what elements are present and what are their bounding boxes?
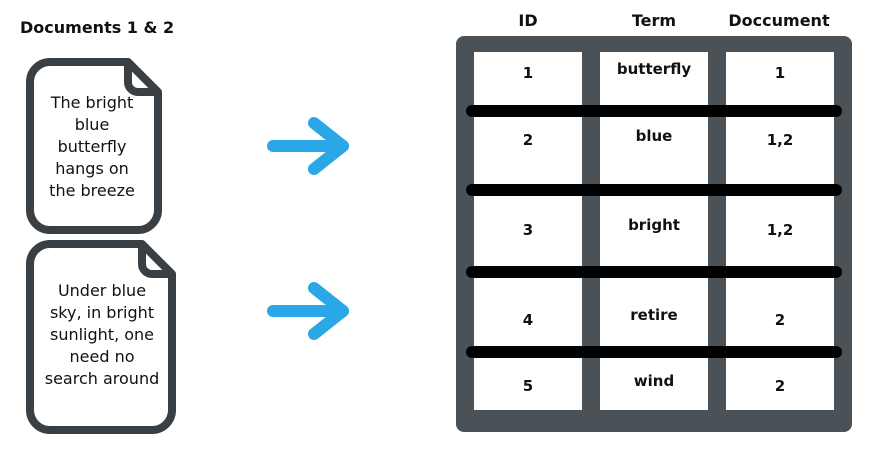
cell-term-4: retire <box>630 306 678 324</box>
cell-doc-3: 1,2 <box>766 221 794 239</box>
cell-term-1: butterfly <box>616 60 692 78</box>
documents-title: Documents 1 & 2 <box>20 18 175 37</box>
arrow-right-icon-2 <box>267 282 349 340</box>
cell-term-2: blue <box>635 127 673 145</box>
cell-id-4: 4 <box>522 311 534 329</box>
document-icon-1 <box>26 58 162 234</box>
cell-doc-2: 1,2 <box>766 131 794 149</box>
cell-doc-1: 1 <box>774 64 786 82</box>
header-id: ID <box>518 11 538 30</box>
doc1-line: the breeze <box>49 181 135 200</box>
header-term: Term <box>631 11 677 30</box>
cell-doc-5: 2 <box>774 377 786 395</box>
cell-term-5: wind <box>633 372 675 390</box>
cell-id-1: 1 <box>522 64 534 82</box>
doc2-line: sunlight, one <box>49 325 155 344</box>
row-dividers <box>466 105 842 358</box>
doc1-line: The bright <box>50 93 134 112</box>
cell-id-2: 2 <box>522 131 534 149</box>
arrow-right-icon-1 <box>267 117 349 175</box>
doc2-line: search around <box>44 369 160 388</box>
cell-doc-4: 2 <box>774 311 786 329</box>
doc2-line: sky, in bright <box>49 303 155 322</box>
document-1-text: The bright blue butterfly hangs on the b… <box>36 92 148 202</box>
document-2-text: Under blue sky, in bright sunlight, one … <box>36 280 168 390</box>
doc1-line: butterfly <box>57 137 127 156</box>
doc2-line: need no <box>69 347 135 366</box>
doc1-line: hangs on <box>55 159 129 178</box>
cell-id-3: 3 <box>522 221 534 239</box>
cell-id-5: 5 <box>522 377 534 395</box>
doc1-line: blue <box>74 115 110 134</box>
doc2-line: Under blue <box>57 281 147 300</box>
header-document: Doccument <box>728 11 830 30</box>
cell-term-3: bright <box>628 216 680 234</box>
document-icon-2 <box>26 240 176 434</box>
